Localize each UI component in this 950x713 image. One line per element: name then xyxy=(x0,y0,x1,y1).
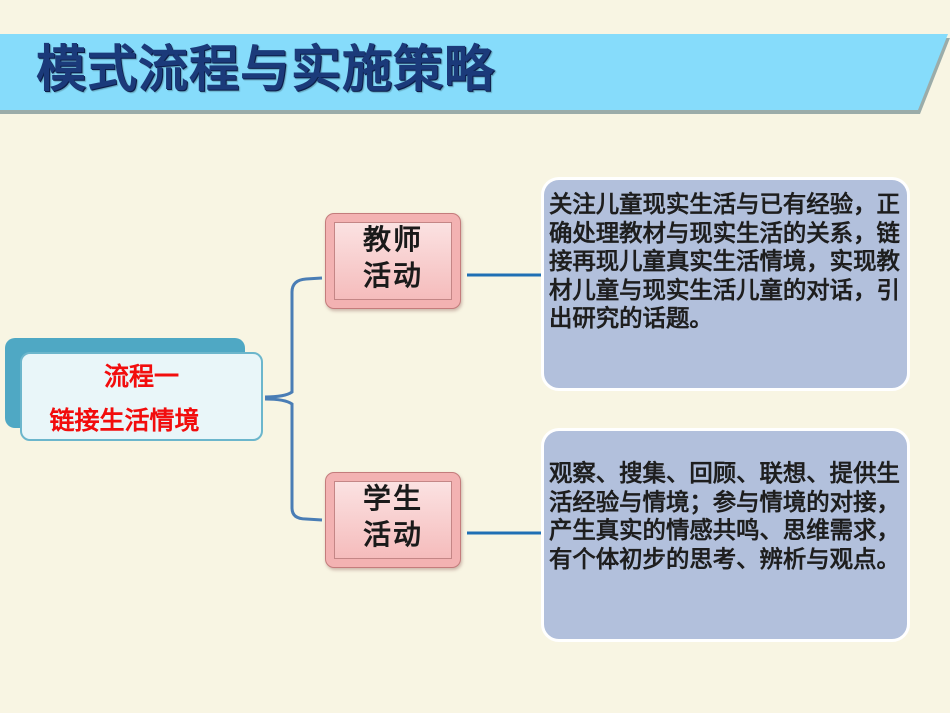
teacher-activity-description: 关注儿童现实生活与已有经验，正确处理教材与现实生活的关系，链接再现儿童真实生活情… xyxy=(541,177,910,391)
node-label: 教师 活动 xyxy=(326,222,460,294)
student-activity-description: 观察、搜集、回顾、联想、提供生活经验与情境；参与情境的对接，产生真实的情感共鸣、… xyxy=(541,428,910,642)
root-subtitle: 链接生活情境 xyxy=(49,406,200,435)
root-title: 流程一 xyxy=(103,362,179,391)
node-inner-frame xyxy=(334,481,452,559)
description-text: 关注儿童现实生活与已有经验，正确处理教材与现实生活的关系，链接再现儿童真实生活情… xyxy=(549,190,900,332)
student-activity-node: 学生 活动 xyxy=(325,472,461,568)
title-banner xyxy=(0,34,950,114)
node-label-line2: 活动 xyxy=(362,518,423,551)
node-label-line1: 学生 xyxy=(362,482,423,515)
node-label: 学生 活动 xyxy=(326,481,460,553)
teacher-activity-node: 教师 活动 xyxy=(325,213,461,309)
node-label-line2: 活动 xyxy=(362,259,423,292)
node-label-line1: 教师 xyxy=(362,223,423,256)
description-text: 观察、搜集、回顾、联想、提供生活经验与情境；参与情境的对接，产生真实的情感共鸣、… xyxy=(549,459,900,573)
banner-shape xyxy=(0,34,950,114)
root-node: 流程一 链接生活情境 xyxy=(20,352,263,441)
node-inner-frame xyxy=(334,222,452,300)
page-title: 模式流程与实施策略 xyxy=(36,40,495,98)
